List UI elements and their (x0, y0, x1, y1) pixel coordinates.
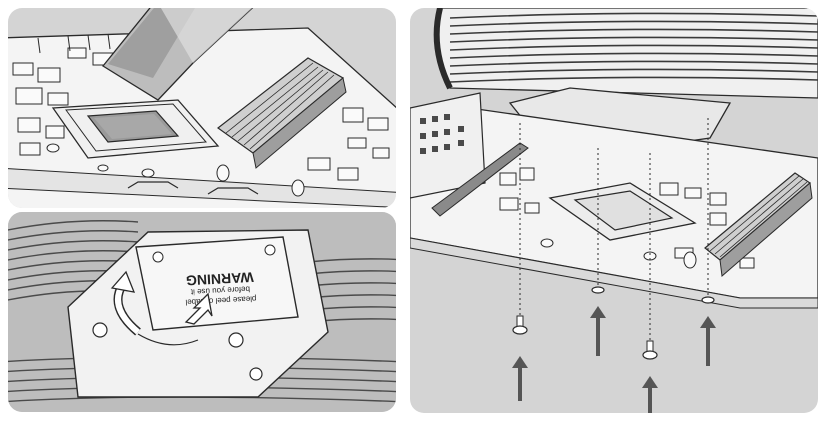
install-arrows (512, 306, 716, 413)
gpu-die (573, 190, 674, 231)
warning-label-plate (135, 236, 299, 331)
mounting-screws (512, 286, 715, 360)
alignment-guides (519, 118, 709, 348)
peel-direction-arrow (184, 292, 213, 325)
cooler-heatsink (433, 8, 818, 99)
memory-heatsink (704, 172, 813, 277)
power-connector (431, 142, 529, 217)
io-bracket (410, 92, 486, 199)
warning-line2: before you use it (190, 284, 250, 296)
warning-title: WARNING (186, 269, 255, 289)
panel-backplate-warning: WARNING please peel off label before you… (8, 212, 396, 412)
panel-thermal-pad-removal (8, 8, 396, 208)
warning-label-illustration: WARNING please peel off label before you… (8, 212, 396, 412)
cooler-mount-illustration (410, 8, 818, 413)
panel-cooler-mounting (410, 8, 818, 413)
pcb-components (499, 167, 755, 269)
thermal-pad-illustration (8, 8, 396, 208)
memory-heatsink (216, 57, 347, 169)
